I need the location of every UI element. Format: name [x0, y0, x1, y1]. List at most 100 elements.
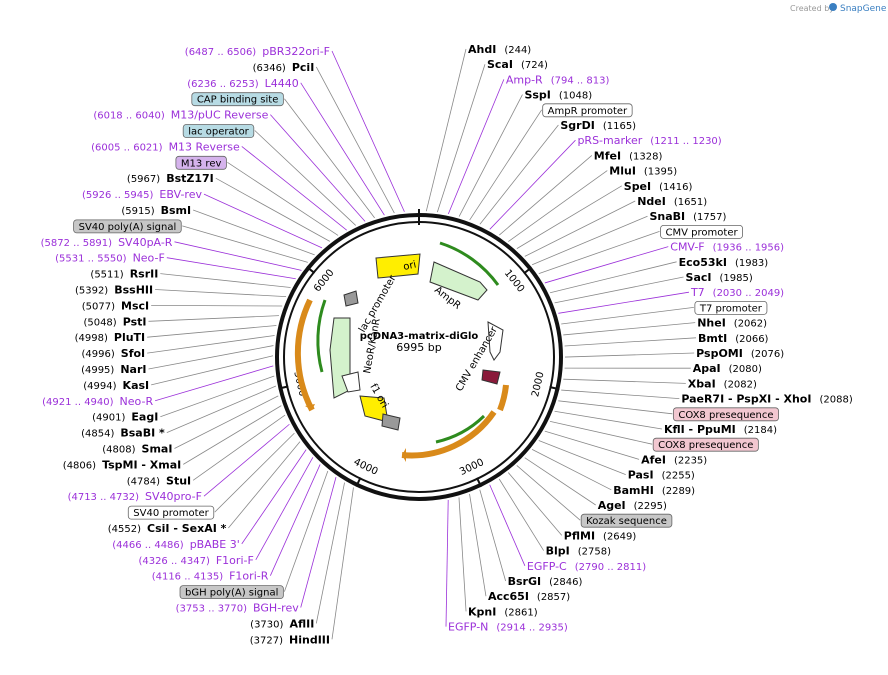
leader-line	[564, 352, 695, 358]
label-name: BsaBI *	[120, 427, 165, 440]
restriction-site-kpni[interactable]: KpnI(2861)	[468, 605, 538, 618]
label-position: (5511)	[90, 270, 123, 281]
primer-egfp-c[interactable]: EGFP-C(2790 .. 2811)	[527, 560, 646, 573]
restriction-site-blpi[interactable]: BlpI(2758)	[546, 545, 611, 558]
restriction-site-sgrdi[interactable]: SgrDI(1165)	[560, 119, 636, 132]
leader-line	[447, 79, 505, 215]
label-name: T7	[690, 286, 705, 299]
restriction-site-nhei[interactable]: NheI(2062)	[697, 317, 767, 330]
primer-neo-f[interactable]: Neo-F(5531 .. 5550)	[55, 252, 165, 265]
feature-t7-promoter[interactable]: T7 promoter	[694, 300, 768, 315]
restriction-site-nari[interactable]: NarI(4995)	[81, 363, 146, 376]
restriction-site-paer7i-pspxi-xhoi[interactable]: PaeR7I - PspXI - XhoI(2088)	[681, 393, 853, 406]
label-name: NarI	[120, 363, 146, 376]
label-name: PluTI	[114, 331, 145, 344]
primer-m13-reverse[interactable]: M13 Reverse(6005 .. 6021)	[91, 140, 240, 153]
leader-line	[227, 161, 339, 236]
feature-bgh-poly-a-signal[interactable]: bGH poly(A) signal	[179, 585, 284, 599]
feature-cox8-presequence[interactable]: COX8 presequence	[652, 437, 759, 452]
primer-egfp-n[interactable]: EGFP-N(2914 .. 2935)	[448, 621, 568, 634]
restriction-site-pspomi[interactable]: PspOMI(2076)	[696, 347, 784, 360]
feature-sv40-poly-a-signal[interactable]: SV40 poly(A) signal	[73, 219, 182, 234]
primer-cmv-f[interactable]: CMV-F(1936 .. 1956)	[670, 241, 784, 254]
restriction-site-bsabi[interactable]: BsaBI *(4854)	[81, 427, 165, 440]
feature-cap-binding-site[interactable]: CAP binding site	[191, 92, 284, 107]
restriction-site-ahdi[interactable]: AhdI(244)	[468, 43, 531, 56]
leader-line	[148, 315, 279, 322]
feature-ampr-promoter[interactable]: AmpR promoter	[542, 103, 633, 118]
restriction-site-hindiii[interactable]: HindIII(3727)	[250, 633, 330, 646]
restriction-site-msci[interactable]: MscI(5077)	[82, 299, 149, 312]
restriction-site-apai[interactable]: ApaI(2080)	[693, 362, 762, 375]
leader-line	[489, 484, 526, 566]
label-position: (2184)	[744, 425, 777, 436]
feature-cox8-presequence[interactable]: COX8 presequence	[672, 407, 779, 422]
leader-line	[479, 124, 559, 225]
primer-neo-r[interactable]: Neo-R(4921 .. 4940)	[42, 395, 153, 408]
feature-m13-rev[interactable]: M13 rev	[175, 155, 227, 170]
restriction-site-smai[interactable]: SmaI(4808)	[102, 443, 172, 456]
primer-amp-r[interactable]: Amp-R(794 .. 813)	[506, 73, 610, 86]
restriction-site-csii-sexai[interactable]: CsiI - SexAI *(4552)	[108, 522, 227, 535]
restriction-site-kasi[interactable]: KasI(4994)	[83, 379, 149, 392]
restriction-site-rsrii[interactable]: RsrII(5511)	[90, 268, 158, 281]
restriction-site-pcii[interactable]: PciI(6346)	[253, 61, 315, 74]
restriction-site-kfli-ppumi[interactable]: KflI - PpuMI(2184)	[664, 423, 777, 436]
leader-line	[498, 478, 544, 551]
restriction-site-eagi[interactable]: EagI(4901)	[92, 411, 158, 424]
leader-line	[254, 130, 357, 226]
restriction-site-sfoi[interactable]: SfoI(4996)	[82, 347, 146, 360]
label-name: CMV-F	[670, 241, 704, 254]
primer-prs-marker[interactable]: pRS-marker(1211 .. 1230)	[577, 134, 721, 147]
restriction-site-afei[interactable]: AfeI(2235)	[641, 453, 707, 466]
leader-line	[538, 231, 660, 274]
feature-lac-operator[interactable]: lac operator	[182, 124, 255, 138]
restriction-site-agei[interactable]: AgeI(2295)	[598, 499, 667, 512]
feature-cmv-promoter[interactable]: CMV promoter	[660, 224, 743, 239]
primer-pbabe-3[interactable]: pBABE 3'(4466 .. 4486)	[112, 538, 240, 551]
restriction-site-mlui[interactable]: MluI(1395)	[609, 165, 677, 178]
restriction-site-mfei[interactable]: MfeI(1328)	[594, 149, 663, 162]
feature-kozak-sequence[interactable]: Kozak sequence	[580, 513, 673, 528]
feature-sv40-promoter[interactable]: SV40 promoter	[127, 505, 215, 520]
restriction-site-eco53ki[interactable]: Eco53kI(1983)	[679, 256, 769, 269]
primer-bgh-rev[interactable]: BGH-rev(3753 .. 3770)	[176, 602, 300, 615]
primer-ebv-rev[interactable]: EBV-rev(5926 .. 5945)	[82, 188, 202, 201]
restriction-site-bsrgi[interactable]: BsrGI(2846)	[508, 575, 583, 588]
restriction-site-aflii[interactable]: AflII(3730)	[250, 617, 314, 630]
restriction-site-bstz17i[interactable]: BstZ17I(5967)	[127, 172, 214, 185]
restriction-site-saci[interactable]: SacI(1985)	[686, 271, 753, 284]
restriction-site-bamhi[interactable]: BamHI(2289)	[613, 484, 695, 497]
primer-sv40pro-f[interactable]: SV40pro-F(4713 .. 4732)	[68, 490, 202, 503]
restriction-site-stui[interactable]: StuI(4784)	[127, 474, 191, 487]
restriction-site-pluti[interactable]: PluTI(4998)	[75, 331, 146, 344]
restriction-site-bsshii[interactable]: BssHII(5392)	[75, 284, 153, 297]
restriction-site-psti[interactable]: PstI(5048)	[83, 315, 146, 328]
restriction-site-xbai[interactable]: XbaI(2082)	[688, 377, 757, 390]
primer-pbr322ori-f[interactable]: pBR322ori-F(6487 .. 6506)	[185, 45, 330, 58]
restriction-site-acc65i[interactable]: Acc65I(2857)	[488, 590, 570, 603]
restriction-site-pasi[interactable]: PasI(2255)	[628, 469, 695, 482]
primer-m13-puc-reverse[interactable]: M13/pUC Reverse(6018 .. 6040)	[93, 109, 268, 122]
label-position: (2082)	[724, 379, 757, 390]
primer-t7[interactable]: T7(2030 .. 2049)	[690, 286, 784, 299]
label-position: (6005 .. 6021)	[91, 142, 163, 153]
primer-f1ori-f[interactable]: F1ori-F(4326 .. 4347)	[138, 554, 253, 567]
leader-line	[479, 489, 507, 582]
restriction-site-tspmi-xmai[interactable]: TspMI - XmaI(4806)	[63, 458, 181, 471]
label-position: (6018 .. 6040)	[93, 111, 165, 122]
restriction-site-ndei[interactable]: NdeI(1651)	[637, 195, 707, 208]
restriction-site-spei[interactable]: SpeI(1416)	[624, 180, 693, 193]
restriction-site-pflmi[interactable]: PflMI(2649)	[564, 529, 637, 542]
primer-sv40pa-r[interactable]: SV40pA-R(5872 .. 5891)	[41, 236, 173, 249]
restriction-site-scai[interactable]: ScaI(724)	[487, 58, 548, 71]
restriction-site-snabi[interactable]: SnaBI(1757)	[650, 210, 727, 223]
restriction-site-bmti[interactable]: BmtI(2066)	[698, 332, 769, 345]
label-name: MluI	[609, 165, 636, 178]
primer-l4440[interactable]: L4440(6236 .. 6253)	[187, 77, 299, 90]
primer-f1ori-r[interactable]: F1ori-R(4116 .. 4135)	[152, 570, 269, 583]
restriction-site-sspi[interactable]: SspI(1048)	[524, 89, 592, 102]
feature-label-text: SV40 promoter	[133, 508, 209, 519]
restriction-site-bsmi[interactable]: BsmI(5915)	[121, 204, 191, 217]
label-name: MscI	[121, 299, 149, 312]
